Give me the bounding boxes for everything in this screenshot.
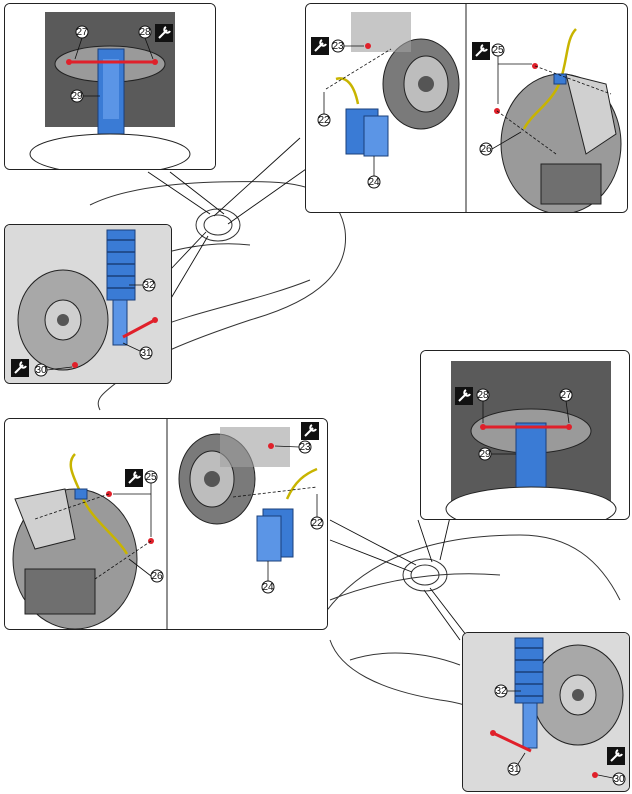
brake-disc	[382, 38, 460, 130]
svg-text:23: 23	[332, 41, 344, 52]
svg-text:27: 27	[560, 390, 572, 401]
callout-27: 27	[74, 25, 89, 60]
svg-text:31: 31	[140, 348, 152, 359]
svg-text:31: 31	[508, 764, 520, 775]
hose-bracket-highlight	[553, 73, 567, 85]
wrench-icon	[11, 359, 29, 377]
brake-disc	[532, 644, 624, 746]
svg-text:28: 28	[477, 390, 489, 401]
svg-text:25: 25	[145, 472, 157, 483]
hose-bracket-highlight	[74, 488, 88, 500]
svg-text:30: 30	[35, 365, 47, 376]
panel-upper-mount-top-left: 27 28 29	[4, 3, 216, 170]
svg-text:25: 25	[492, 45, 504, 56]
callout-23: 23	[331, 39, 364, 53]
callout-23: 23	[274, 440, 312, 454]
svg-text:24: 24	[262, 582, 274, 593]
wrench-icon	[607, 747, 625, 765]
svg-text:29: 29	[71, 91, 83, 102]
callout-31: 31	[122, 342, 153, 360]
coil-spring-highlight	[106, 229, 136, 346]
bolt-highlight	[268, 443, 274, 449]
brake-disc	[17, 269, 109, 371]
svg-text:23: 23	[299, 442, 311, 453]
bolt-highlight	[592, 772, 598, 778]
callout-30: 30	[34, 363, 73, 377]
callout-29: 29	[70, 89, 100, 103]
sensor-wire-highlight	[335, 77, 360, 105]
callout-31: 31	[507, 752, 526, 776]
bolt-highlight	[492, 731, 532, 753]
callout-22: 22	[317, 92, 331, 127]
panel-strut-lower-left: 32 31 30	[4, 224, 172, 384]
svg-text:26: 26	[151, 571, 163, 582]
wrench-icon	[311, 37, 329, 55]
panel-caliper-top-right: 23 22 24	[305, 3, 628, 213]
wrench-icon	[455, 387, 473, 405]
steering-knuckle	[12, 488, 138, 629]
svg-text:32: 32	[495, 686, 507, 697]
svg-text:32: 32	[143, 280, 155, 291]
strut-highlight	[515, 422, 547, 489]
svg-text:27: 27	[76, 27, 88, 38]
callout-25: 25	[491, 43, 532, 104]
wrench-icon	[155, 24, 173, 42]
vehicle-outline-lower	[319, 534, 621, 741]
callout-32: 32	[494, 684, 521, 698]
callout-28: 28	[476, 388, 490, 423]
panel-upper-mount-right: 28 27 29	[420, 350, 630, 520]
bolt-highlight	[122, 319, 154, 339]
coil-spring-highlight	[514, 637, 544, 749]
steering-knuckle	[500, 73, 622, 212]
callout-24: 24	[367, 156, 381, 189]
callout-27: 27	[559, 388, 573, 424]
svg-text:28: 28	[139, 27, 151, 38]
svg-text:30: 30	[613, 774, 625, 785]
panel-caliper-bottom-left: 25 26	[4, 418, 328, 630]
leader-lines-upper	[147, 137, 317, 301]
callout-26: 26	[479, 131, 522, 156]
callout-32: 32	[129, 278, 156, 292]
svg-text:24: 24	[368, 177, 380, 188]
callout-26: 26	[128, 558, 164, 583]
callout-25: 25	[113, 470, 158, 537]
svg-text:29: 29	[479, 449, 491, 460]
svg-text:22: 22	[318, 115, 330, 126]
callout-30: 30	[597, 772, 626, 786]
callout-29: 29	[478, 447, 516, 461]
svg-text:26: 26	[480, 144, 492, 155]
wrench-icon	[472, 42, 490, 60]
callout-28: 28	[138, 25, 154, 60]
bolt-highlight	[72, 362, 78, 368]
brake-pad-highlight	[256, 508, 294, 562]
callout-22: 22	[310, 494, 324, 530]
panel-strut-lower-right: 32 31 30	[462, 632, 630, 792]
wrench-icon	[125, 469, 143, 487]
callout-24: 24	[261, 561, 275, 594]
sensor-wire-highlight	[285, 467, 318, 500]
brake-pad-highlight	[345, 108, 389, 157]
bolt-highlight	[365, 43, 371, 49]
leader-lines-lower	[329, 516, 471, 641]
svg-text:22: 22	[311, 518, 323, 529]
wrench-icon	[301, 422, 319, 440]
